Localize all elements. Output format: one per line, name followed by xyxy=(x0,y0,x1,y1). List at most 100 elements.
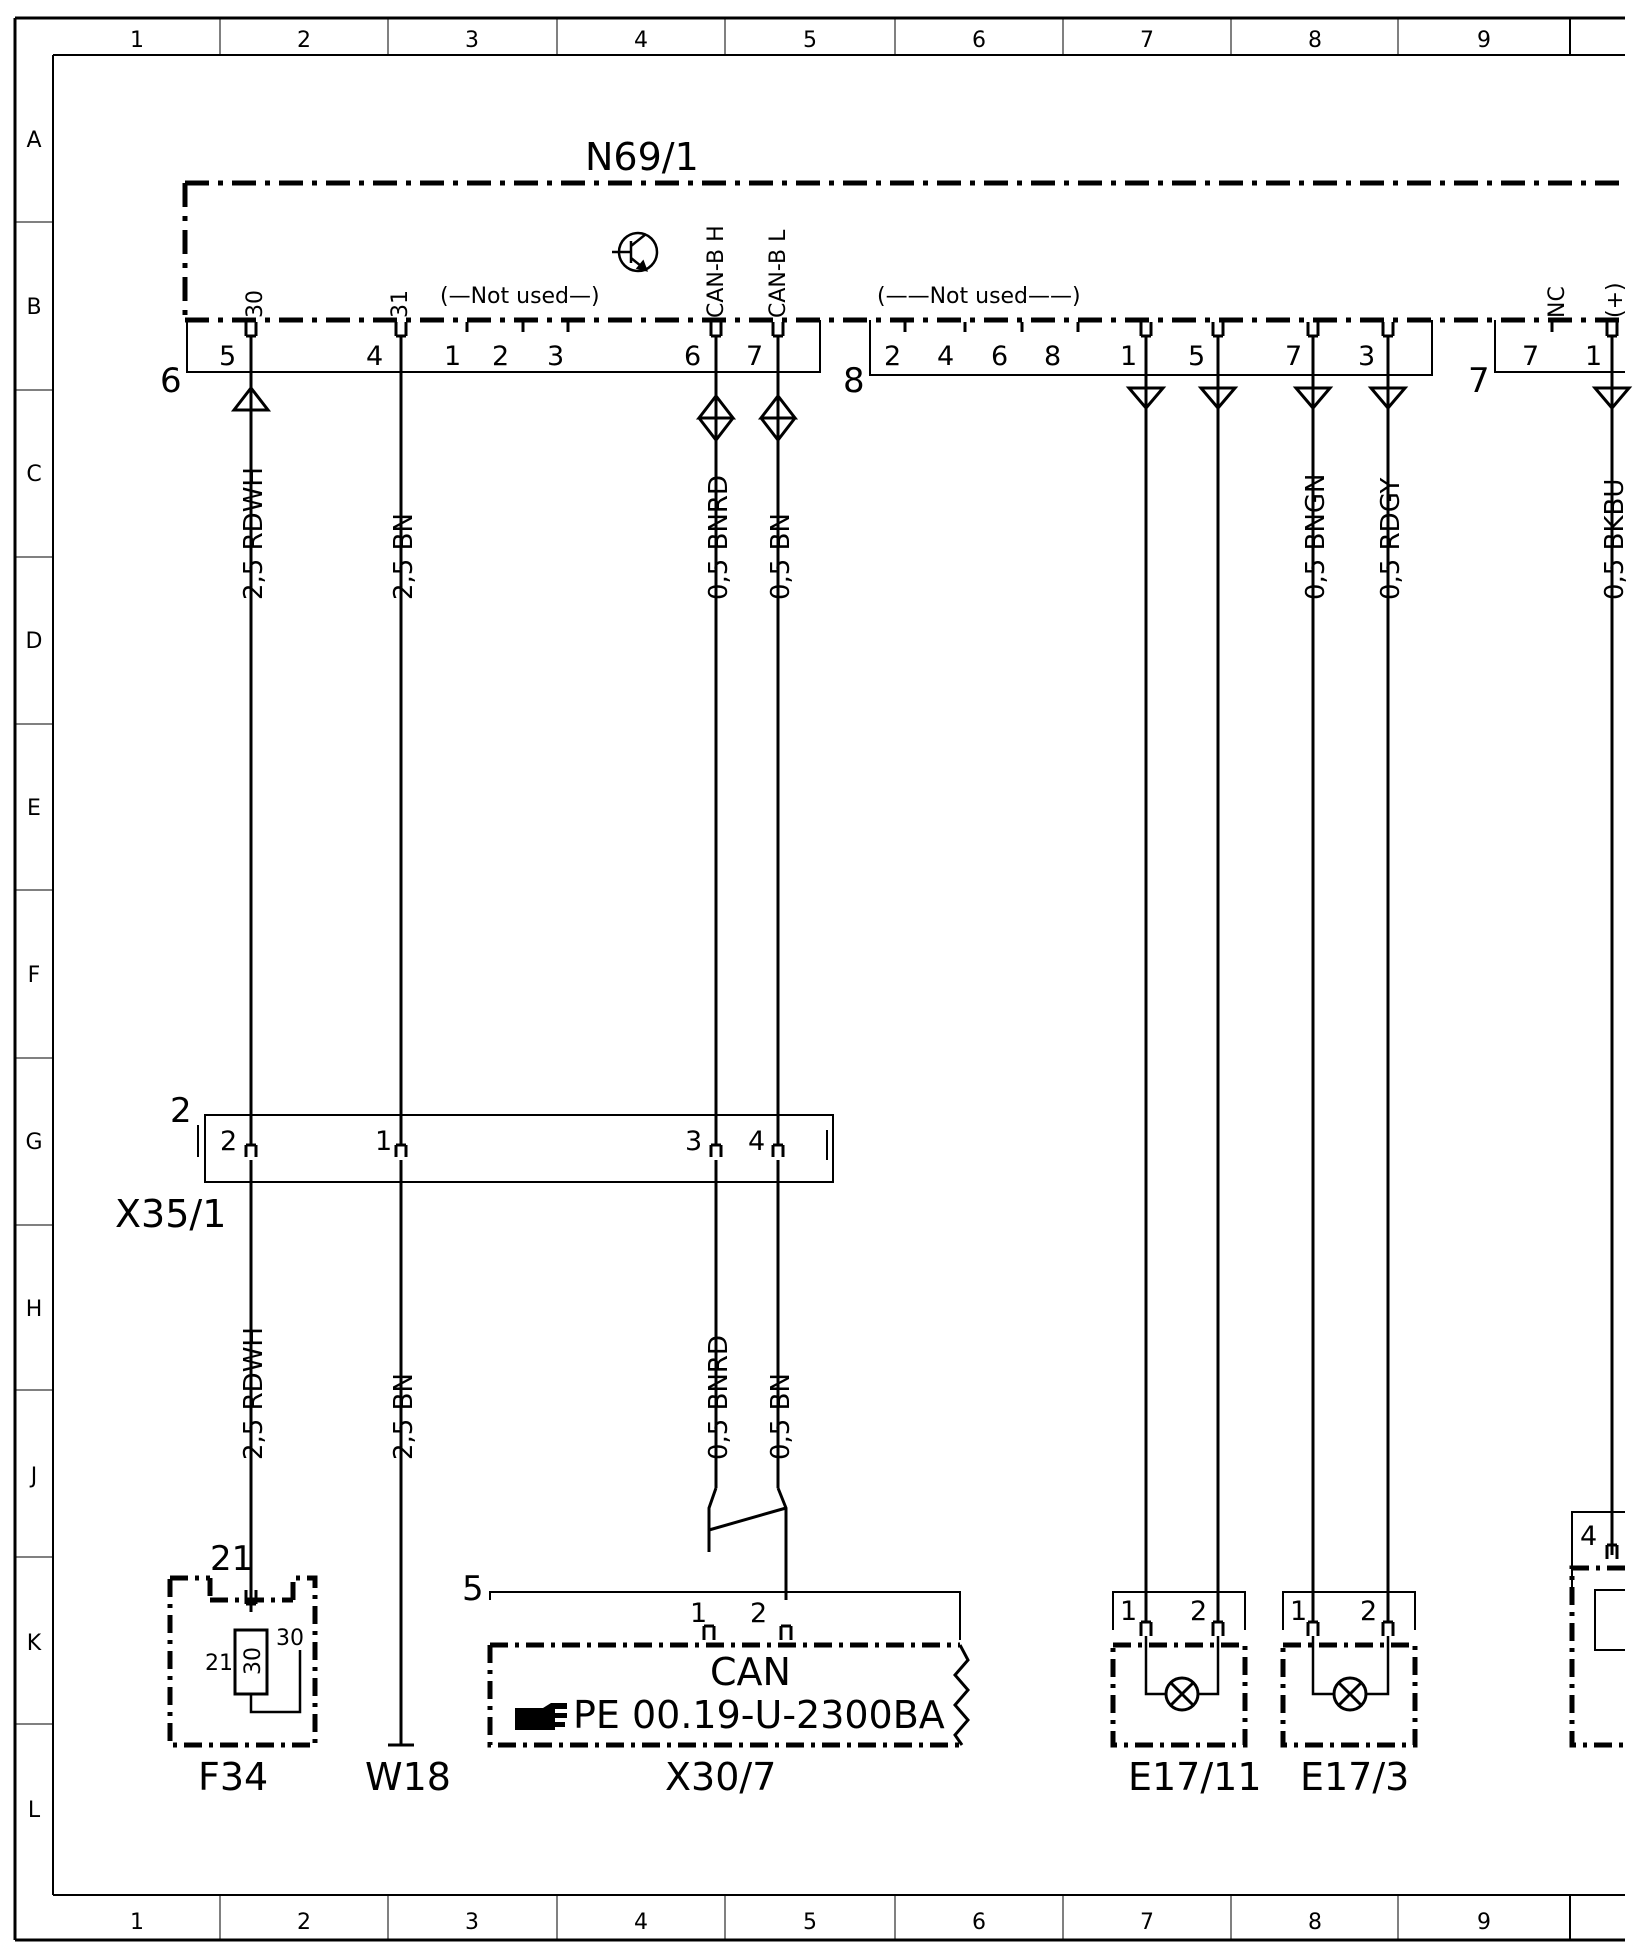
row-label: D xyxy=(26,629,43,654)
arrow-up-icon xyxy=(230,385,272,412)
pin-number: 5 xyxy=(219,341,236,372)
pin-number: 2 xyxy=(492,341,509,372)
row-label: H xyxy=(26,1297,43,1322)
col-label: 4 xyxy=(634,28,648,53)
col-label: 9 xyxy=(1477,28,1491,53)
pin-number: 1 xyxy=(1120,341,1137,372)
lamp-pin: 1 xyxy=(1120,1596,1137,1627)
connector-number: 6 xyxy=(160,361,182,401)
connector-bodies xyxy=(186,320,1625,376)
wire-label: 2,5 RDWH xyxy=(239,1327,269,1460)
fuse-pin: 30 xyxy=(276,1626,304,1651)
x30-pin: 1 xyxy=(690,1598,707,1629)
x30-pin: 2 xyxy=(750,1598,767,1629)
pin-label-can-b-h: CAN-B H xyxy=(704,225,729,318)
component-e17-3: 1 2 E17/3 xyxy=(1280,1591,1418,1799)
pin-number: 7 xyxy=(1285,341,1302,372)
pin-number: 7 xyxy=(746,341,763,372)
component-right-partial: 4 xyxy=(1569,1511,1625,1748)
col-label: 1 xyxy=(130,28,144,53)
col-label: 7 xyxy=(1140,28,1154,53)
pin-number: 8 xyxy=(1044,341,1061,372)
transistor-icon xyxy=(612,231,659,273)
splice-number: 2 xyxy=(170,1091,192,1131)
component-e17-11: 1 2 E17/11 xyxy=(1110,1591,1262,1799)
col-label: 4 xyxy=(634,1910,648,1935)
component-w18: W18 xyxy=(365,1743,451,1799)
pin-number: 6 xyxy=(684,341,701,372)
splice-x35-1: 2 X35/1 2 1 3 4 xyxy=(115,1091,834,1236)
wire-label: 0,5 BNRD xyxy=(704,1335,734,1460)
column-labels-top: 1 2 3 4 5 6 7 8 9 xyxy=(130,28,1491,53)
pin-number: 1 xyxy=(1585,341,1602,372)
module-name: N69/1 xyxy=(585,135,699,179)
col-label: 8 xyxy=(1308,1910,1322,1935)
arrow-down-icon xyxy=(1292,386,1334,411)
wire-label: 2,5 BN xyxy=(389,1373,419,1460)
lamp-icon xyxy=(1164,1676,1200,1712)
row-label: L xyxy=(28,1798,41,1823)
col-label: 5 xyxy=(803,28,817,53)
pin-number: 5 xyxy=(1188,341,1205,372)
row-label: J xyxy=(29,1464,38,1489)
col-label: 2 xyxy=(297,1910,311,1935)
row-label: E xyxy=(27,796,41,821)
splice-pin: 3 xyxy=(685,1126,702,1157)
col-label: 5 xyxy=(803,1910,817,1935)
component-name: W18 xyxy=(365,1755,451,1799)
component-f34: 21 21 30 30 F34 xyxy=(167,1539,318,1799)
row-label: F xyxy=(28,963,41,988)
frame xyxy=(13,16,1625,1942)
wire-label: 0,5 BN xyxy=(766,1373,796,1460)
wire-label: 0,5 BNGN xyxy=(1301,474,1331,601)
pointing-hand-icon xyxy=(515,1703,567,1730)
connector-number: 8 xyxy=(843,361,865,401)
not-used-right: (——Not used——) xyxy=(877,284,1081,309)
wire-label: 0,5 BN xyxy=(766,513,796,600)
pin-label-31: 31 xyxy=(388,290,413,318)
component-name: F34 xyxy=(198,1755,268,1799)
wire-label: 2,5 BN xyxy=(389,513,419,600)
pin-stubs xyxy=(244,322,1619,338)
component-name: X30/7 xyxy=(665,1755,776,1799)
connector-number: 7 xyxy=(1468,361,1490,401)
col-label: 2 xyxy=(297,28,311,53)
col-label: 3 xyxy=(465,1910,479,1935)
partial-pin: 4 xyxy=(1580,1521,1597,1552)
x30-number: 5 xyxy=(462,1569,484,1609)
component-name: E17/11 xyxy=(1128,1755,1262,1799)
pin-number: 4 xyxy=(366,341,383,372)
x30-title: CAN xyxy=(710,1650,791,1694)
wire-labels: 2,5 RDWH 2,5 BN 0,5 BNRD 0,5 BN 0,5 BNGN… xyxy=(239,467,1630,1460)
pin-label-plus: (+) xyxy=(1603,282,1628,318)
col-label: 6 xyxy=(972,1910,986,1935)
col-label: 7 xyxy=(1140,1910,1154,1935)
arrow-both-icon xyxy=(757,393,799,443)
arrow-down-icon xyxy=(1591,386,1633,411)
col-label: 9 xyxy=(1477,1910,1491,1935)
lamp-pin: 1 xyxy=(1290,1596,1307,1627)
splice-name: X35/1 xyxy=(115,1192,226,1236)
pin-number: 6 xyxy=(991,341,1008,372)
pin-label-nc: NC xyxy=(1545,286,1570,318)
pin-number: 3 xyxy=(1358,341,1375,372)
lamp-pin: 2 xyxy=(1360,1596,1377,1627)
pin-number: 1 xyxy=(444,341,461,372)
pin-number: 2 xyxy=(884,341,901,372)
not-used-left: (—Not used—) xyxy=(440,284,600,309)
row-label: B xyxy=(26,295,41,320)
arrow-down-icon xyxy=(1125,386,1167,411)
fuse-pin: 30 xyxy=(241,1647,266,1675)
lamp-icon xyxy=(1332,1676,1368,1712)
row-label: G xyxy=(25,1130,42,1155)
splice-pin: 1 xyxy=(375,1126,392,1157)
splice-pin: 2 xyxy=(220,1126,237,1157)
fuse-pin: 21 xyxy=(205,1651,233,1676)
row-label: C xyxy=(26,462,41,487)
row-labels: A B C D E F G H J K L xyxy=(25,128,42,1823)
connector-labels: 6 8 7 5 4 1 2 3 6 7 2 4 6 8 1 5 7 3 7 1 xyxy=(160,341,1602,401)
col-label: 3 xyxy=(465,28,479,53)
arrow-both-icon xyxy=(695,393,737,443)
col-label: 1 xyxy=(130,1910,144,1935)
